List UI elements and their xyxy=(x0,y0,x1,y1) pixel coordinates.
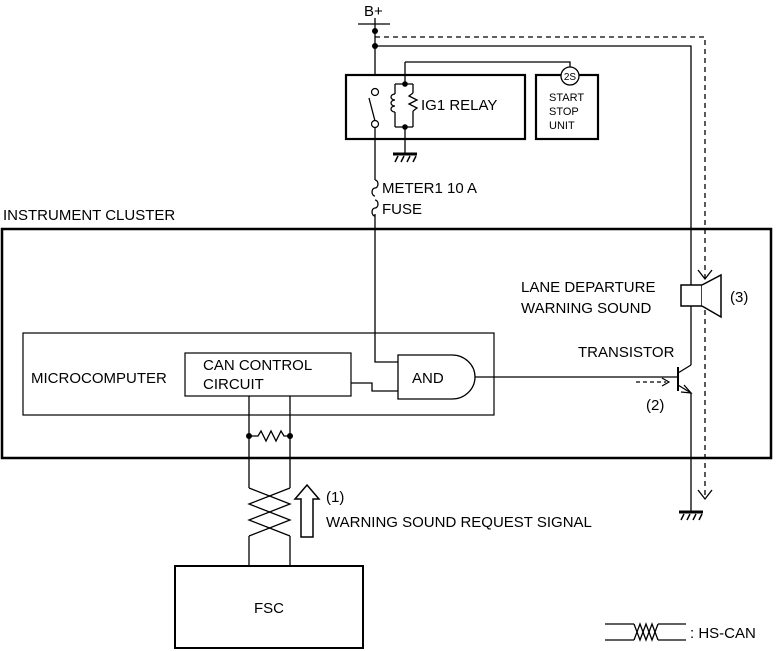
instrument-cluster-label: INSTRUMENT CLUSTER xyxy=(3,207,175,224)
twisted-pair-icon xyxy=(247,487,292,537)
can-control-label-line2: CIRCUIT xyxy=(203,376,264,393)
flow-arrow-head xyxy=(697,489,713,501)
speaker-cone-icon xyxy=(701,273,722,319)
ground-icon xyxy=(679,510,703,521)
start-stop-label-line3: UNIT xyxy=(549,120,575,132)
instrument-cluster-box xyxy=(0,227,773,460)
fsc-label: FSC xyxy=(254,600,284,617)
ground-icon xyxy=(393,152,417,163)
flow-arrow-head xyxy=(697,269,713,281)
start-stop-label-line1: START xyxy=(549,92,584,104)
fuse-label-line1: METER1 10 A xyxy=(382,180,477,197)
hs-can-legend-icon xyxy=(605,622,686,642)
transistor-emitter-arrow-icon xyxy=(680,384,693,394)
fsc-box xyxy=(174,565,364,649)
callout-2: (2) xyxy=(646,397,664,414)
start-stop-wire xyxy=(405,61,571,70)
relay-resistor-icon xyxy=(407,92,419,112)
connector-badge-icon xyxy=(560,66,580,86)
connector-badge-label: 2S xyxy=(564,72,577,83)
signal-direction-arrow-icon xyxy=(293,483,321,538)
current-flow-dashed-line xyxy=(375,36,706,498)
start-stop-label-line2: STOP xyxy=(549,106,579,118)
warning-signal-label: WARNING SOUND REQUEST SIGNAL xyxy=(326,514,592,531)
transistor-collector xyxy=(677,364,692,374)
speaker-icon xyxy=(680,284,703,307)
relay-coil-icon xyxy=(390,93,396,113)
fuse-icon xyxy=(371,179,379,197)
microcomputer-label: MICROCOMPUTER xyxy=(31,370,167,387)
lane-departure-label-line1: LANE DEPARTURE xyxy=(521,279,655,296)
can-control-label-line1: CAN CONTROL xyxy=(203,357,312,374)
relay-contact-icon xyxy=(370,119,380,129)
transistor-label: TRANSISTOR xyxy=(578,344,675,361)
lane-departure-label-line2: WARNING SOUND xyxy=(521,300,651,317)
can-to-and-wire xyxy=(351,382,398,392)
and-gate-icon xyxy=(397,354,476,400)
fuse-label-line2: FUSE xyxy=(382,201,422,218)
can-control-circuit-box xyxy=(184,352,352,397)
ig1-relay-label: IG1 RELAY xyxy=(421,97,497,114)
microcomputer-box xyxy=(22,332,495,416)
junction-dot xyxy=(372,28,378,34)
fuse-icon xyxy=(371,199,379,217)
relay-switch-arm xyxy=(368,97,376,122)
ig1-relay-box xyxy=(344,73,527,141)
speaker-supply-wire xyxy=(375,45,692,285)
legend-label: : HS-CAN xyxy=(690,625,756,642)
base-signal-arrow-icon xyxy=(661,377,671,387)
callout-1: (1) xyxy=(326,489,344,506)
relay-contact-icon xyxy=(370,87,380,97)
callout-3: (3) xyxy=(730,289,748,306)
and-gate-label: AND xyxy=(412,370,444,387)
transistor-emitter xyxy=(677,384,692,394)
battery-label: B+ xyxy=(364,3,383,20)
fuse-to-and-wire xyxy=(374,214,398,363)
termination-resistor-icon xyxy=(249,429,290,443)
